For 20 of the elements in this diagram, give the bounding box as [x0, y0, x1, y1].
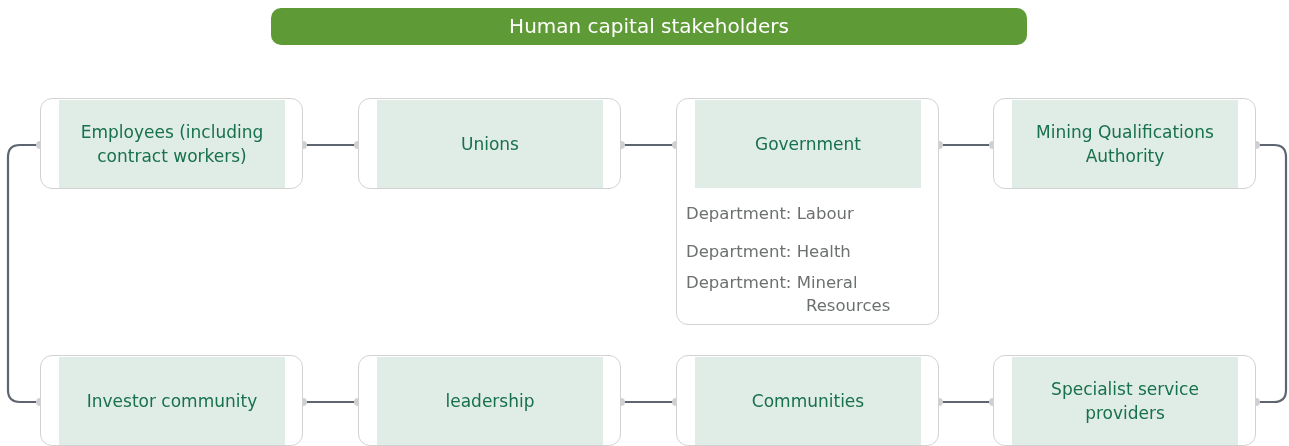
stakeholder-card	[993, 355, 1256, 446]
department-item: Department: Health	[686, 241, 852, 263]
stakeholder-card	[676, 355, 939, 446]
stakeholder-card	[40, 355, 303, 446]
stakeholder-card	[40, 98, 303, 189]
stakeholder-name: leadership	[445, 390, 535, 413]
stakeholder-card	[358, 98, 621, 189]
stakeholder-name: Investor community	[86, 390, 258, 413]
stakeholder-card	[358, 355, 621, 446]
stakeholder-name: Unions	[461, 133, 519, 156]
stakeholder-name: Government	[755, 133, 861, 156]
stakeholder-name: Employees (including contract workers)	[79, 121, 265, 168]
stakeholder-name: Mining Qualifications Authority	[1035, 121, 1215, 168]
department-item: Department: Labour	[686, 203, 855, 225]
stakeholder-name: Communities	[751, 390, 865, 413]
department-item: Department: Mineral Resources	[686, 272, 892, 317]
stakeholder-card	[676, 98, 939, 325]
stakeholder-card	[993, 98, 1256, 189]
stakeholder-name: Specialist service providers	[1050, 378, 1200, 425]
title-banner: Human capital stakeholders	[271, 8, 1027, 45]
